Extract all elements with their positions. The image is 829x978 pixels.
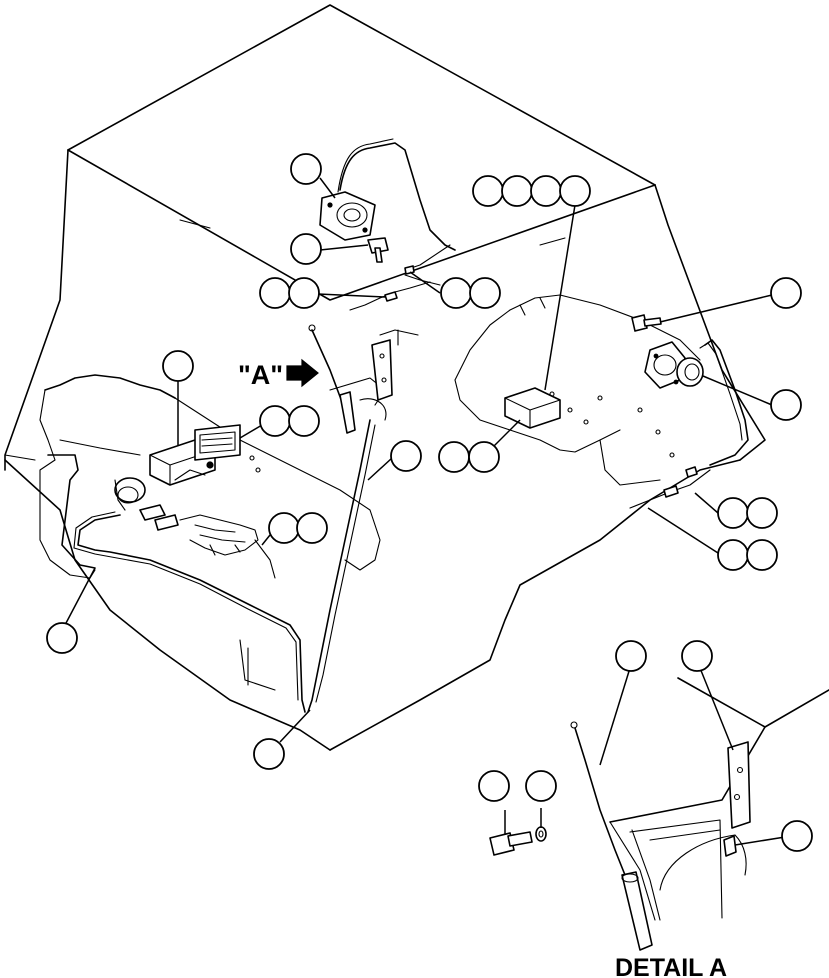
detail-a: DETAIL A bbox=[489, 677, 829, 978]
callout-bubble bbox=[472, 175, 504, 207]
cab-outline bbox=[4, 4, 766, 751]
callout-bubble bbox=[288, 405, 320, 437]
callout-bubble bbox=[268, 512, 300, 544]
callout-bubble bbox=[296, 512, 328, 544]
detail-title: DETAIL A bbox=[615, 954, 727, 978]
roof-bolt bbox=[367, 237, 389, 263]
callout-bubble bbox=[290, 153, 322, 185]
callout-bubble bbox=[288, 277, 320, 309]
roof-speaker-left bbox=[319, 138, 456, 271]
left-connector-cluster bbox=[114, 469, 276, 579]
radio-unit bbox=[149, 424, 261, 486]
callout-bubble bbox=[781, 820, 813, 852]
callout-bubble bbox=[390, 440, 422, 472]
callout-bubble bbox=[615, 640, 647, 672]
callout-bubble bbox=[717, 539, 749, 571]
left-harness-cable bbox=[73, 511, 306, 713]
callout-bubble bbox=[468, 441, 500, 473]
callout-bubble bbox=[717, 497, 749, 529]
callout-bubble bbox=[162, 350, 194, 382]
right-connectors bbox=[629, 466, 711, 509]
callout-bubble bbox=[770, 277, 802, 309]
callout-bubble bbox=[501, 175, 533, 207]
callout-bubble bbox=[559, 175, 591, 207]
callout-bubble bbox=[525, 770, 557, 802]
antenna-cable bbox=[307, 419, 376, 713]
antenna-assembly bbox=[308, 324, 419, 434]
callout-bubble bbox=[530, 175, 562, 207]
callout-bubbles bbox=[46, 153, 813, 852]
right-bolt bbox=[631, 314, 662, 332]
callout-bubble bbox=[290, 233, 322, 265]
view-marker-a: "A" bbox=[238, 358, 319, 390]
callout-bubble bbox=[46, 622, 78, 654]
callout-bubble bbox=[681, 640, 713, 672]
callout-bubble bbox=[438, 441, 470, 473]
right-dash bbox=[454, 294, 701, 486]
callout-bubble bbox=[469, 277, 501, 309]
callout-bubble bbox=[746, 497, 778, 529]
callout-bubble bbox=[770, 389, 802, 421]
callout-bubble bbox=[478, 770, 510, 802]
callout-bubble bbox=[440, 277, 472, 309]
view-marker-label: "A" bbox=[238, 360, 283, 390]
view-arrow-icon bbox=[286, 358, 319, 388]
callout-bubble bbox=[746, 539, 778, 571]
callout-bubble bbox=[253, 738, 285, 770]
right-module-box bbox=[504, 387, 561, 429]
leader-lines bbox=[64, 177, 786, 846]
roof-connectors bbox=[349, 265, 441, 311]
callout-bubble bbox=[259, 277, 291, 309]
callout-bubble bbox=[259, 405, 291, 437]
left-console bbox=[39, 374, 381, 691]
right-speaker bbox=[644, 339, 749, 466]
